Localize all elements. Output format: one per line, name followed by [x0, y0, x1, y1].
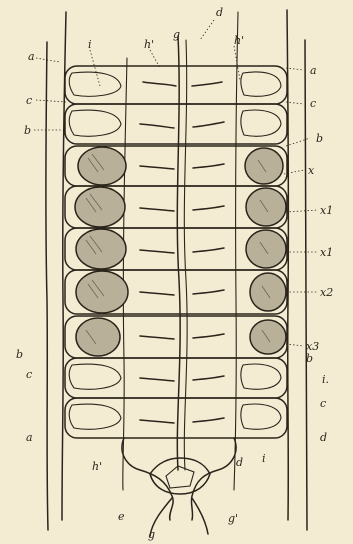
label-b: b	[306, 352, 313, 365]
label-c: c	[26, 94, 32, 107]
sac-left-6	[76, 271, 128, 313]
label-h-prime: h'	[144, 38, 154, 51]
sac-right-4	[246, 188, 286, 226]
septum-4	[140, 206, 224, 211]
inner-line-left	[123, 58, 127, 490]
label-d: d	[216, 6, 223, 19]
loop-left-2	[69, 110, 121, 136]
label-a: a	[310, 64, 317, 77]
label-h-prime: h'	[92, 460, 102, 473]
end-bulb-outer	[122, 438, 236, 520]
label-g-prime: g'	[228, 512, 238, 525]
septum-6	[140, 290, 224, 295]
label-c: c	[320, 397, 326, 410]
median-vessel	[177, 36, 180, 470]
label-a: a	[28, 50, 35, 63]
label-a: a	[26, 431, 33, 444]
outer-wall-left	[46, 42, 48, 530]
label-b: b	[16, 348, 23, 361]
sac-right-6	[250, 273, 286, 311]
septum-5	[140, 248, 224, 253]
label-c: c	[26, 368, 32, 381]
loop-right-1	[241, 72, 281, 96]
loop-left-1	[69, 72, 121, 96]
loop-left-9	[69, 404, 121, 429]
loop-right-2	[241, 110, 281, 136]
outer-wall-right	[305, 40, 307, 530]
label-i: i	[262, 452, 266, 465]
end-tail-right	[192, 498, 208, 534]
septum-3	[140, 164, 224, 169]
septum-1	[143, 82, 222, 86]
sac-left-3	[78, 147, 126, 185]
end-bulb-inner	[150, 458, 210, 494]
label-b: b	[24, 124, 31, 137]
label-b: b	[316, 132, 323, 145]
label-g: g	[173, 28, 180, 41]
posterior-end	[122, 438, 236, 536]
septum-8	[140, 376, 224, 381]
sac-left-7	[76, 318, 120, 356]
inner-line-right	[234, 12, 238, 490]
label-i: i	[88, 38, 92, 51]
sac-left-5	[76, 229, 126, 269]
label-x2: x2	[320, 286, 333, 299]
label-e: e	[118, 510, 125, 523]
label-x1: x1	[320, 246, 333, 259]
label-d: d	[236, 456, 243, 469]
label-g: g	[148, 528, 155, 541]
label-c: c	[310, 97, 316, 110]
septum-2	[140, 122, 224, 128]
septum-9	[140, 418, 224, 423]
sac-right-3	[245, 148, 283, 184]
loop-right-8	[241, 364, 281, 389]
loop-left-8	[69, 364, 121, 389]
label-i: i.	[322, 373, 329, 386]
label-h-prime: h'	[234, 34, 244, 47]
label-d: d	[320, 431, 327, 444]
sac-right-5	[246, 230, 286, 268]
internal-septa	[140, 82, 224, 423]
end-pentagon	[166, 466, 194, 488]
label-x: x	[308, 164, 315, 177]
sac-right-7	[250, 320, 286, 354]
label-x1: x1	[320, 204, 333, 217]
loop-right-9	[241, 404, 281, 429]
septum-7	[140, 334, 224, 339]
